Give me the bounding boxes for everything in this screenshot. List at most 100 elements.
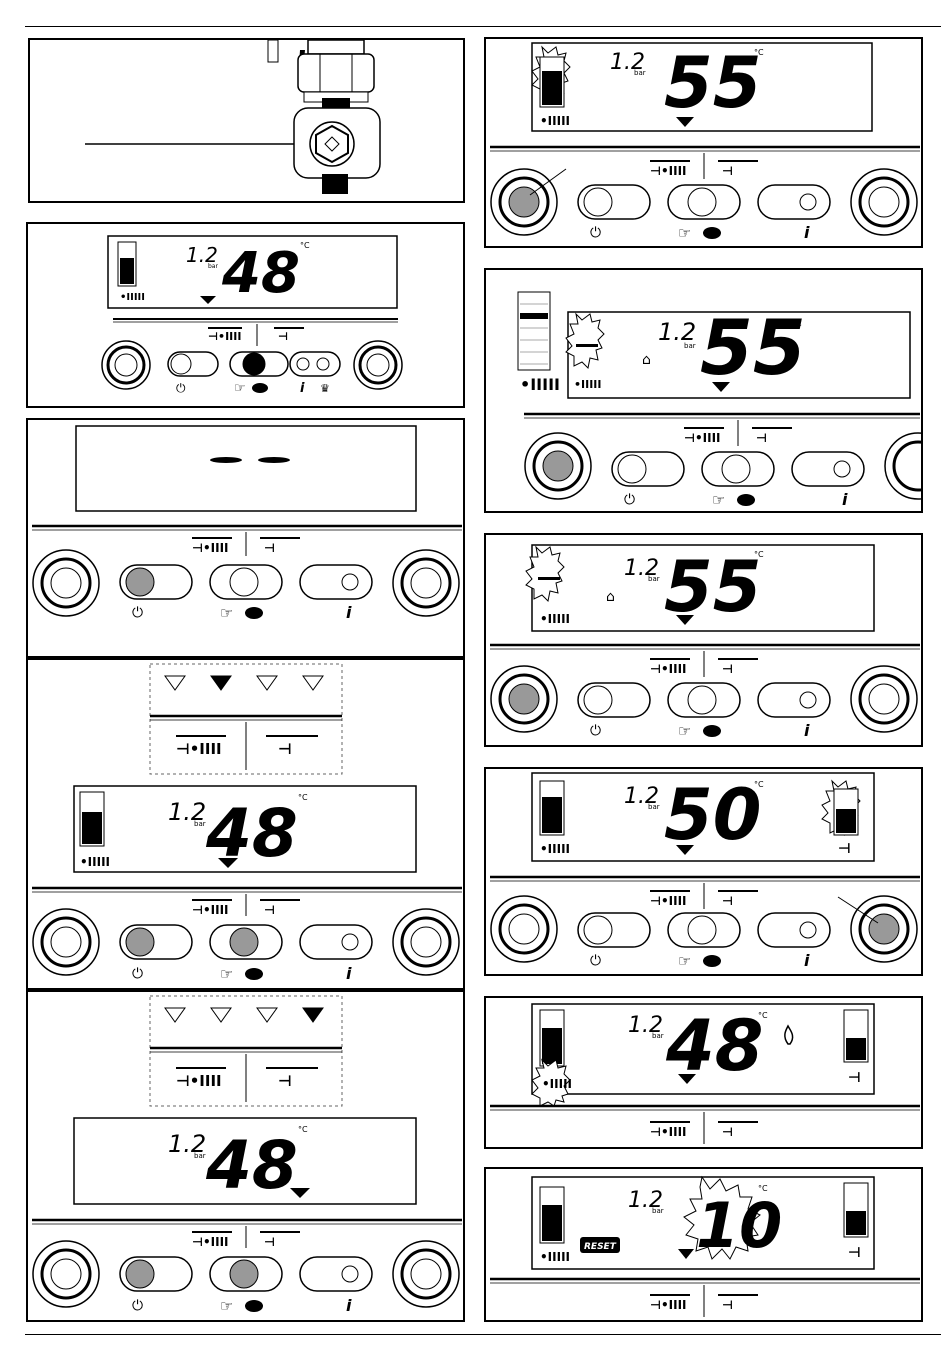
radiator-icon: •IIIII — [542, 1077, 572, 1091]
mode-button[interactable] — [229, 351, 289, 377]
panel-display-55-zoom: •IIIII •IIIII 1.2 bar ⌂ 55 °C ⊣•IIII ⊣ ⏻… — [484, 268, 923, 513]
info-button[interactable] — [299, 924, 373, 960]
right-knob[interactable] — [850, 168, 918, 236]
right-knob[interactable] — [392, 908, 460, 976]
lcd-screen — [567, 311, 911, 399]
temperature-value: 48 — [205, 1127, 298, 1204]
heating-level-mark — [576, 344, 598, 347]
left-knob[interactable] — [490, 168, 558, 236]
svg-text:⊣: ⊣ — [722, 894, 733, 908]
svg-text:⊣: ⊣ — [722, 164, 733, 178]
pressure-unit: bar — [684, 342, 696, 350]
info-button[interactable] — [299, 564, 373, 600]
hot-water-mode-icon: ⊣ — [718, 160, 758, 178]
hand-icon: ☞ — [712, 491, 725, 509]
reset-badge — [580, 1237, 620, 1253]
blink-burst-icon — [525, 545, 565, 603]
power-button[interactable] — [119, 564, 193, 600]
svg-text:⊣•IIII: ⊣•IIII — [650, 662, 687, 676]
pressure-unit: bar — [194, 1152, 206, 1160]
pressure-unit: bar — [652, 1207, 664, 1215]
mode-button[interactable] — [209, 1256, 283, 1292]
temperature-value: 55 — [664, 546, 761, 628]
pressure-unit: bar — [652, 1032, 664, 1040]
info-button[interactable] — [299, 1256, 373, 1292]
pressure-value: 1.2 — [186, 243, 218, 267]
heating-mode-icon: ⊣•IIII — [176, 1067, 226, 1090]
hot-water-mode-icon: ⊣ — [718, 1121, 758, 1139]
power-button[interactable] — [577, 912, 651, 948]
house-icon: ⌂ — [606, 589, 615, 605]
mode-button[interactable] — [667, 682, 741, 718]
heating-mode-icon: ⊣•IIII — [650, 658, 690, 676]
power-icon: ⏻ — [590, 723, 601, 739]
mode-button[interactable] — [667, 912, 741, 948]
hot-water-mode-icon: ⊣ — [752, 427, 792, 445]
right-knob[interactable] — [392, 549, 460, 617]
info-button[interactable] — [757, 912, 831, 948]
lcd-screen — [531, 544, 875, 632]
pressure-value: 1.2 — [168, 798, 206, 826]
info-button[interactable] — [757, 184, 831, 220]
pressure-value: 1.2 — [624, 784, 659, 809]
panel-display-48-a: •IIIII 1.2 bar 48 °C ⊣•IIII ⊣ ⏻ ☞ i ♛ — [26, 222, 465, 408]
svg-text:•IIIII: •IIIII — [80, 855, 110, 869]
blink-burst-icon — [565, 312, 605, 370]
right-knob[interactable] — [850, 665, 918, 733]
left-knob[interactable] — [32, 1240, 100, 1308]
info-icon: i — [346, 1296, 352, 1315]
mode-arrow-icon — [676, 117, 694, 127]
left-knob[interactable] — [490, 665, 558, 733]
power-button[interactable] — [577, 184, 651, 220]
left-knob[interactable] — [101, 340, 151, 390]
radiator-icon: •IIIII — [574, 378, 602, 391]
temperature-value: 55 — [664, 42, 761, 124]
power-button[interactable] — [577, 682, 651, 718]
svg-text:⊣: ⊣ — [838, 841, 851, 857]
hand-icon: ☞ — [234, 381, 246, 396]
hand-icon: ☞ — [220, 965, 233, 983]
left-knob[interactable] — [32, 908, 100, 976]
right-knob[interactable] — [353, 340, 403, 390]
svg-text:•IIIII: •IIIII — [540, 114, 570, 128]
heating-mode-icon: ⊣•IIII — [650, 890, 690, 908]
mode-button[interactable] — [667, 184, 741, 220]
info-button[interactable] — [289, 351, 341, 377]
power-button[interactable] — [119, 924, 193, 960]
right-knob[interactable] — [884, 432, 923, 500]
hot-water-mode-icon: ⊣ — [260, 899, 300, 917]
left-knob[interactable] — [524, 432, 592, 500]
power-button[interactable] — [119, 1256, 193, 1292]
right-knob[interactable] — [392, 1240, 460, 1308]
hot-water-mode-icon: ⊣ — [718, 890, 758, 908]
heating-mode-icon: ⊣•IIII — [650, 1294, 690, 1312]
mode-button[interactable] — [209, 924, 283, 960]
mode-arrow-active-icon — [210, 675, 232, 691]
lcd-screen — [73, 1117, 417, 1205]
svg-text:⊣•IIII: ⊣•IIII — [684, 431, 721, 445]
svg-text:⊣•IIII: ⊣•IIII — [176, 1072, 222, 1090]
hot-water-mode-icon: ⊣ — [266, 1067, 318, 1090]
panel-display-55-knob: •IIIII 1.2 bar 55 °C ⊣•IIII ⊣ ⏻ ☞ i — [484, 37, 923, 248]
left-knob[interactable] — [32, 549, 100, 617]
temperature-value: 48 — [205, 795, 298, 872]
info-icon: i — [346, 603, 352, 622]
mode-button[interactable] — [701, 451, 775, 487]
blink-burst-icon — [683, 1175, 761, 1260]
svg-text:•IIIII: •IIIII — [540, 842, 570, 856]
power-icon: ⏻ — [590, 225, 601, 241]
info-button[interactable] — [791, 451, 865, 487]
mode-arrow-icon — [256, 675, 278, 691]
right-knob[interactable] — [850, 895, 918, 963]
power-icon: ⏻ — [624, 492, 635, 508]
power-button[interactable] — [167, 351, 219, 377]
power-icon: ⏻ — [132, 605, 143, 621]
pressure-unit: bar — [208, 263, 218, 270]
info-button[interactable] — [757, 682, 831, 718]
heating-scale-icon: •IIIII — [517, 291, 560, 394]
mode-button[interactable] — [209, 564, 283, 600]
left-knob[interactable] — [490, 895, 558, 963]
power-button[interactable] — [611, 451, 685, 487]
flame-shield-icon — [245, 968, 263, 980]
top-rule — [25, 26, 941, 27]
